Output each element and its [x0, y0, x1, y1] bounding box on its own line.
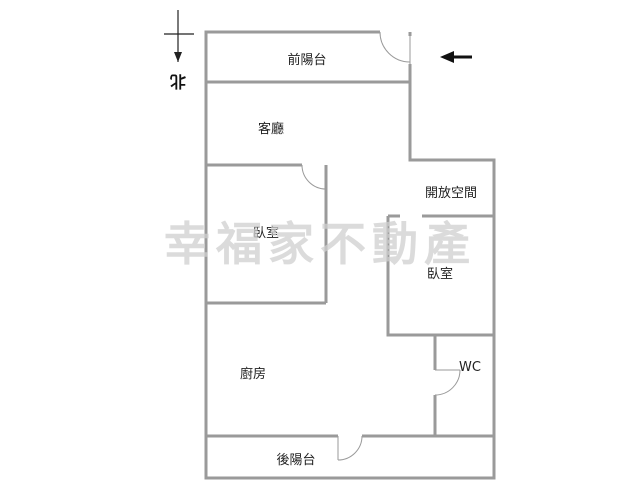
room-living-room: 客廳 — [258, 121, 284, 137]
bedroom-1-door-icon — [301, 164, 327, 190]
watermark: 幸福家不動產 — [164, 217, 476, 271]
room-rear-balcony: 後陽台 — [276, 453, 315, 468]
rear-balcony-door-icon — [337, 435, 363, 461]
compass-north-icon — [164, 10, 194, 62]
room-wc: WC — [459, 360, 481, 375]
room-kitchen: 廚房 — [240, 366, 266, 382]
arrow-left-icon — [440, 51, 472, 63]
front-door-icon — [379, 31, 411, 64]
outer-wall — [204, 30, 496, 480]
room-open-space: 開放空間 — [425, 186, 477, 201]
room-bedroom-1: 臥室 — [253, 225, 279, 241]
bedroom-2-wall — [386, 216, 494, 337]
north-label: 北 — [170, 72, 186, 91]
room-front-balcony: 前陽台 — [287, 52, 326, 68]
room-bedroom-2: 臥室 — [427, 266, 453, 282]
walls — [204, 30, 496, 480]
wc-door-icon — [434, 369, 461, 396]
doors — [301, 31, 461, 461]
